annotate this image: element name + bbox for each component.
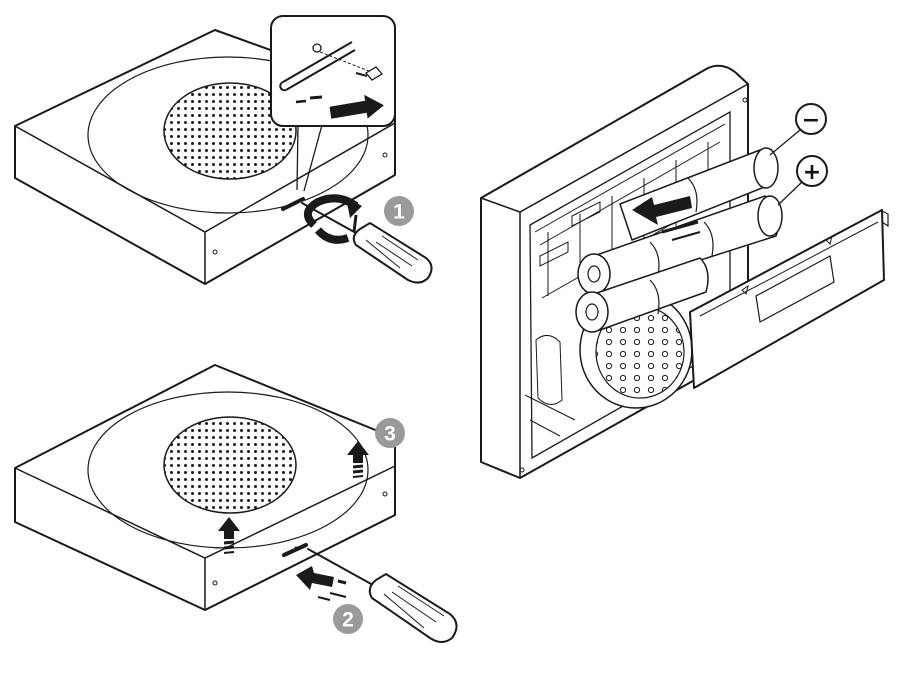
screwdriver-step-2 bbox=[308, 549, 457, 642]
positive-marker: + bbox=[778, 156, 827, 205]
negative-label: − bbox=[802, 108, 820, 133]
device-bottom-left bbox=[15, 365, 395, 610]
speaker-grill bbox=[164, 417, 296, 513]
negative-marker: − bbox=[770, 104, 826, 155]
step-badge-1: 1 bbox=[384, 196, 414, 226]
step-number-1: 1 bbox=[393, 201, 405, 224]
push-arrow-icon bbox=[296, 566, 346, 600]
step-number-2: 2 bbox=[342, 609, 354, 632]
step-number-3: 3 bbox=[384, 423, 396, 446]
step-badge-3: 3 bbox=[375, 418, 405, 448]
step-badge-2: 2 bbox=[333, 604, 363, 634]
positive-label: + bbox=[803, 160, 821, 185]
